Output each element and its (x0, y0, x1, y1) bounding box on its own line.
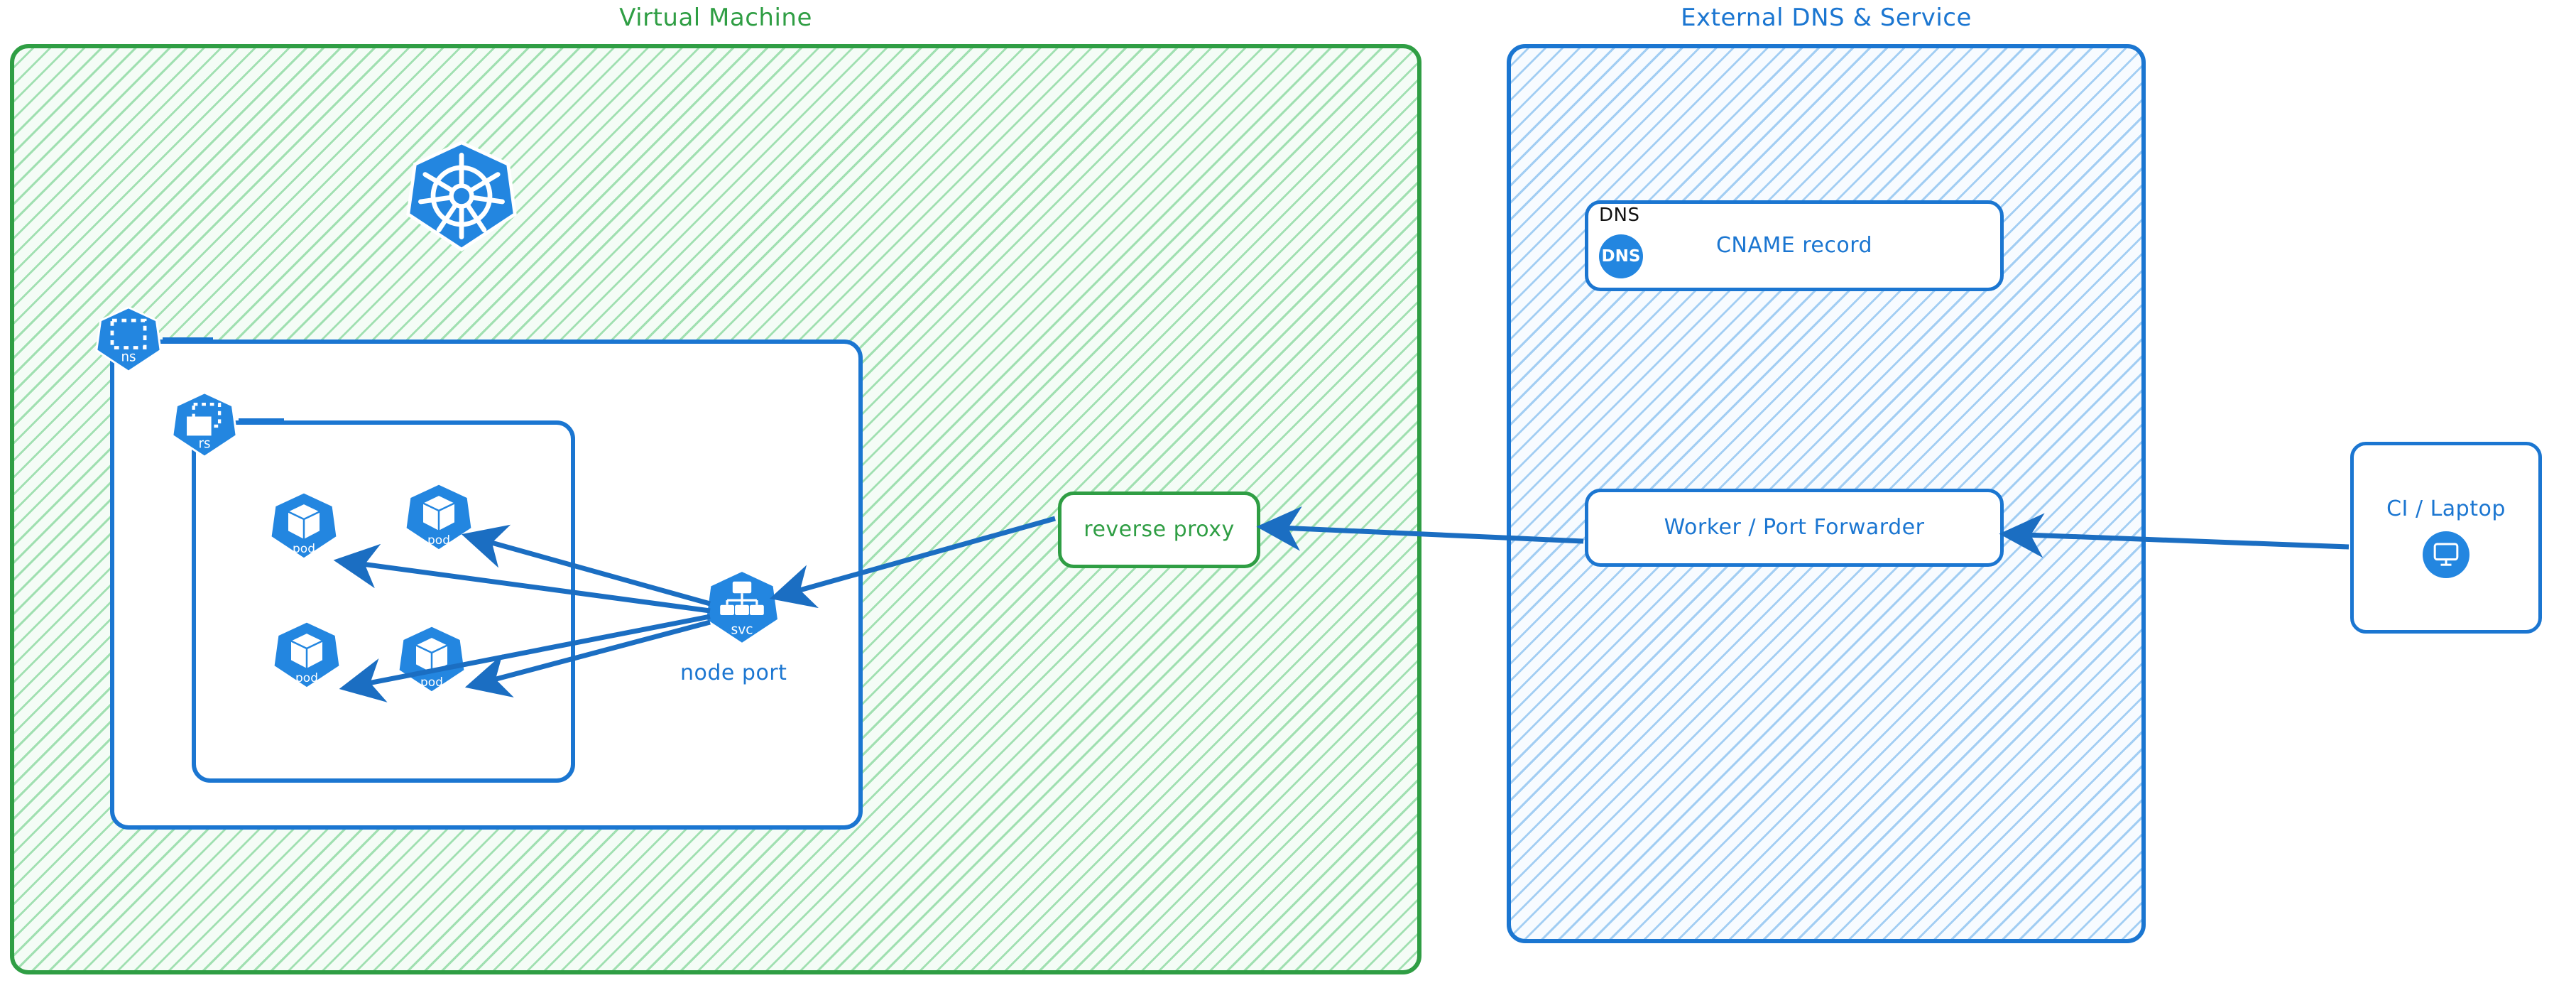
svg-text:pod: pod (293, 542, 315, 556)
external-dns-group-title: External DNS & Service (1681, 4, 1972, 32)
pod-icon: pod (271, 619, 342, 690)
dns-badge-icon: DNS (1599, 234, 1643, 278)
dns-tag-label: DNS (1599, 205, 1640, 226)
desktop-monitor-icon (2423, 531, 2469, 579)
reverse-proxy-label: reverse proxy (1084, 516, 1235, 542)
svg-text:pod: pod (427, 533, 450, 548)
pod-icon: pod (396, 624, 467, 695)
service-icon: svc (703, 568, 781, 646)
replicaset-icon: rs (170, 391, 239, 459)
svg-text:ns: ns (121, 350, 136, 365)
worker-port-forwarder-label: Worker / Port Forwarder (1664, 514, 1925, 540)
reverse-proxy-node[interactable]: reverse proxy (1058, 492, 1260, 568)
pod-icon: pod (403, 482, 474, 553)
kubernetes-logo-icon (405, 139, 518, 253)
svg-text:rs: rs (199, 437, 211, 452)
svg-text:pod: pod (295, 671, 318, 685)
svg-text:svc: svc (731, 622, 753, 637)
pod-icon: pod (268, 490, 339, 561)
node-port-label: node port (680, 661, 787, 685)
ci-laptop-label: CI / Laptop (2386, 496, 2506, 521)
worker-port-forwarder-node[interactable]: Worker / Port Forwarder (1585, 489, 2004, 567)
dns-record-node[interactable]: CNAME record (1585, 200, 2004, 291)
namespace-icon: ns (94, 305, 163, 374)
virtual-machine-group-title: Virtual Machine (619, 4, 812, 32)
cname-record-label: CNAME record (1715, 232, 1873, 258)
ci-laptop-node[interactable]: CI / Laptop (2350, 442, 2542, 634)
replicaset-box (192, 420, 575, 783)
svg-text:pod: pod (420, 675, 443, 690)
